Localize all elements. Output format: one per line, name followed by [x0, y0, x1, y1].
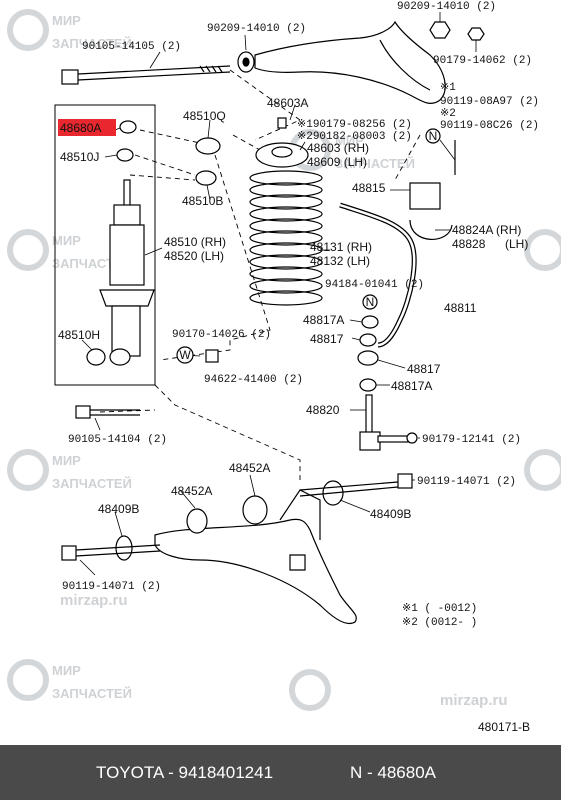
diagram-code: 480171-B: [478, 720, 530, 734]
part-label[interactable]: 48510Q: [183, 109, 226, 123]
part-label[interactable]: 90209-14010 (2): [397, 1, 496, 13]
part-label[interactable]: 90170-14026 (2): [172, 329, 271, 341]
bushing-icon: [116, 148, 134, 162]
part-label[interactable]: 90119-08A97 (2): [440, 96, 539, 108]
watermark-site: mirzap.ru: [60, 592, 128, 609]
spring-seat-icon: [255, 142, 309, 168]
watermark: МИР ЗАПЧАСТЕЙ МИР ЗАПЧАСТЕЙ МИР ЗАПЧАСТЕ…: [7, 9, 561, 711]
circle-letter: W: [179, 348, 191, 362]
watermark-text: ЗАПЧАСТЕЙ: [52, 686, 132, 701]
shock-group-box: [54, 104, 156, 386]
nut-icon: [467, 27, 485, 41]
bushing-icon: [195, 137, 221, 155]
bushing-icon: [119, 120, 137, 134]
part-label[interactable]: 48510H: [58, 328, 100, 342]
bolt-icon: [61, 65, 231, 85]
bolt-icon: [61, 405, 413, 561]
part-label[interactable]: 48603 (RH): [307, 141, 369, 155]
part-label[interactable]: 90209-14010 (2): [207, 23, 306, 35]
watermark-text: МИР: [52, 663, 81, 678]
part-label[interactable]: 48609 (LH): [307, 155, 367, 169]
part-label[interactable]: 48520 (LH): [164, 249, 224, 263]
part-label[interactable]: 48815: [352, 181, 386, 195]
drawing: [54, 12, 485, 625]
watermark-text: МИР: [52, 453, 81, 468]
watermark-text: МИР: [335, 133, 364, 148]
part-label[interactable]: 90119-14071 (2): [417, 476, 516, 488]
part-label[interactable]: 48817: [310, 332, 344, 346]
part-label[interactable]: 48510J: [60, 150, 99, 164]
watermark-text: ЗАПЧАСТЕЙ: [52, 476, 132, 491]
watermark-text: МИР: [52, 233, 81, 248]
part-label[interactable]: 48820: [306, 403, 340, 417]
part-label[interactable]: 48817: [407, 362, 441, 376]
part-label[interactable]: 48452A: [229, 461, 270, 475]
circle-letter: N: [429, 129, 438, 143]
part-label[interactable]: 48824A (RH): [452, 223, 521, 237]
footer-bar: TOYOTA - 9418401241 N - 48680A: [0, 745, 561, 800]
footnote: ※1 ( -0012): [402, 603, 477, 615]
part-label[interactable]: ※1: [440, 82, 456, 94]
part-label[interactable]: 48828: [452, 237, 486, 251]
footer-part-number: TOYOTA - 9418401241: [96, 762, 274, 782]
part-label[interactable]: 90179-14062 (2): [433, 55, 532, 67]
bushing-icon: [186, 508, 208, 534]
part-label[interactable]: 90119-08C26 (2): [440, 120, 539, 132]
part-label[interactable]: 94622-41400 (2): [204, 374, 303, 386]
nut-icon: [429, 21, 451, 39]
part-label[interactable]: 48452A: [171, 484, 212, 498]
shock-absorber-icon: [86, 179, 155, 366]
bracket-icon: [409, 182, 441, 210]
part-label[interactable]: ※290182-08003 (2): [297, 131, 412, 143]
watermark-text: МИР: [52, 13, 81, 28]
part-label[interactable]: 90179-12141 (2): [422, 434, 521, 446]
part-label[interactable]: 48817A: [391, 379, 432, 393]
part-label[interactable]: ※190179-08256 (2): [297, 119, 412, 131]
circle-n-icon: [425, 128, 441, 144]
part-label[interactable]: 90119-14071 (2): [62, 581, 161, 593]
circle-letter: N: [366, 295, 375, 309]
part-label[interactable]: 48409B: [370, 507, 411, 521]
watermark-text: ЗАПЧАСТЕЙ: [335, 156, 415, 171]
watermark-text: ЗАПЧАСТЕЙ: [52, 36, 132, 51]
part-label[interactable]: 48132 (LH): [310, 254, 370, 268]
upper-arm-icon: [254, 20, 446, 104]
part-label[interactable]: 94184-01041 (2): [325, 279, 424, 291]
part-label[interactable]: 90105-14104 (2): [68, 434, 167, 446]
part-label[interactable]: 48131 (RH): [310, 240, 372, 254]
part-label[interactable]: 48510B: [182, 194, 223, 208]
footer-item-code: N - 48680A: [350, 762, 436, 782]
part-label[interactable]: 48811: [444, 301, 477, 315]
coil-spring-icon: [249, 170, 323, 306]
part-label[interactable]: 48817A: [303, 313, 344, 327]
highlight-box: [58, 119, 116, 136]
part-label[interactable]: 48510 (RH): [164, 235, 226, 249]
stabilizer-link-icon: [359, 394, 409, 451]
footnote: ※2 (0012- ): [402, 617, 477, 629]
part-label[interactable]: 48603A: [267, 96, 308, 110]
part-label[interactable]: ※2: [440, 108, 456, 120]
watermark-site: mirzap.ru: [440, 692, 508, 709]
parts-diagram: МИР ЗАПЧАСТЕЙ МИР ЗАПЧАСТЕЙ МИР ЗАПЧАСТЕ…: [7, 1, 561, 734]
part-label[interactable]: 48409B: [98, 502, 139, 516]
part-labels: 90105-14105 (2) 90209-14010 (2) 90209-14…: [58, 1, 539, 734]
part-label[interactable]: (LH): [505, 237, 528, 251]
nut-icon: [205, 349, 219, 363]
circle-w-icon: [176, 346, 194, 364]
part-label-highlighted[interactable]: 48680A: [60, 121, 101, 135]
bushing-icon: [195, 170, 217, 186]
bushing-icon: [242, 495, 268, 525]
part-label[interactable]: 90105-14105 (2): [82, 41, 181, 53]
lower-arm-icon: [154, 518, 357, 625]
circle-n-icon: [362, 294, 378, 310]
